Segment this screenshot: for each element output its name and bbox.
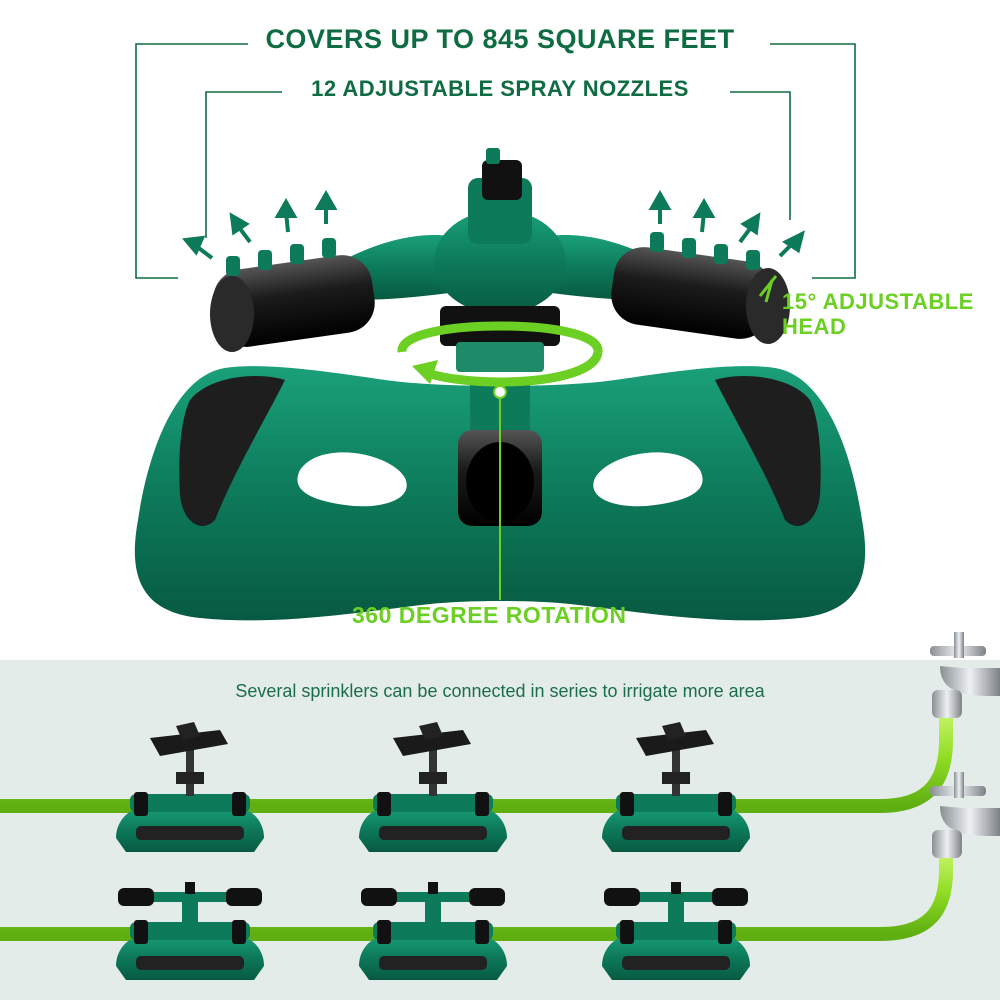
rotation-arrow-icon bbox=[397, 321, 603, 600]
impact-sprinkler bbox=[602, 722, 750, 852]
adjustable-head-label-line1: 15° ADJUSTABLE bbox=[782, 289, 974, 314]
impact-sprinkler bbox=[359, 722, 507, 852]
sprinkler-arms bbox=[340, 148, 660, 372]
nozzles-bracket bbox=[205, 91, 791, 238]
left-nozzle-head bbox=[210, 238, 375, 352]
rotation-label: 360 DEGREE ROTATION bbox=[352, 602, 627, 628]
three-arm-sprinkler bbox=[116, 882, 264, 980]
coverage-bracket bbox=[135, 43, 856, 279]
series-caption: Several sprinklers can be connected in s… bbox=[235, 681, 765, 701]
right-nozzle-head bbox=[611, 232, 790, 344]
coverage-heading: COVERS UP TO 845 SQUARE FEET bbox=[265, 24, 735, 54]
nozzles-heading: 12 ADJUSTABLE SPRAY NOZZLES bbox=[311, 76, 689, 101]
three-arm-sprinkler bbox=[602, 882, 750, 980]
faucet-bottom bbox=[930, 772, 1000, 858]
spray-direction-arrows bbox=[182, 189, 805, 260]
faucet-top bbox=[930, 632, 1000, 718]
impact-sprinkler bbox=[116, 722, 264, 852]
three-arm-sprinkler bbox=[359, 882, 507, 980]
adjustable-head-label-line2: HEAD bbox=[782, 314, 847, 339]
adjustable-head-marker bbox=[758, 275, 778, 303]
